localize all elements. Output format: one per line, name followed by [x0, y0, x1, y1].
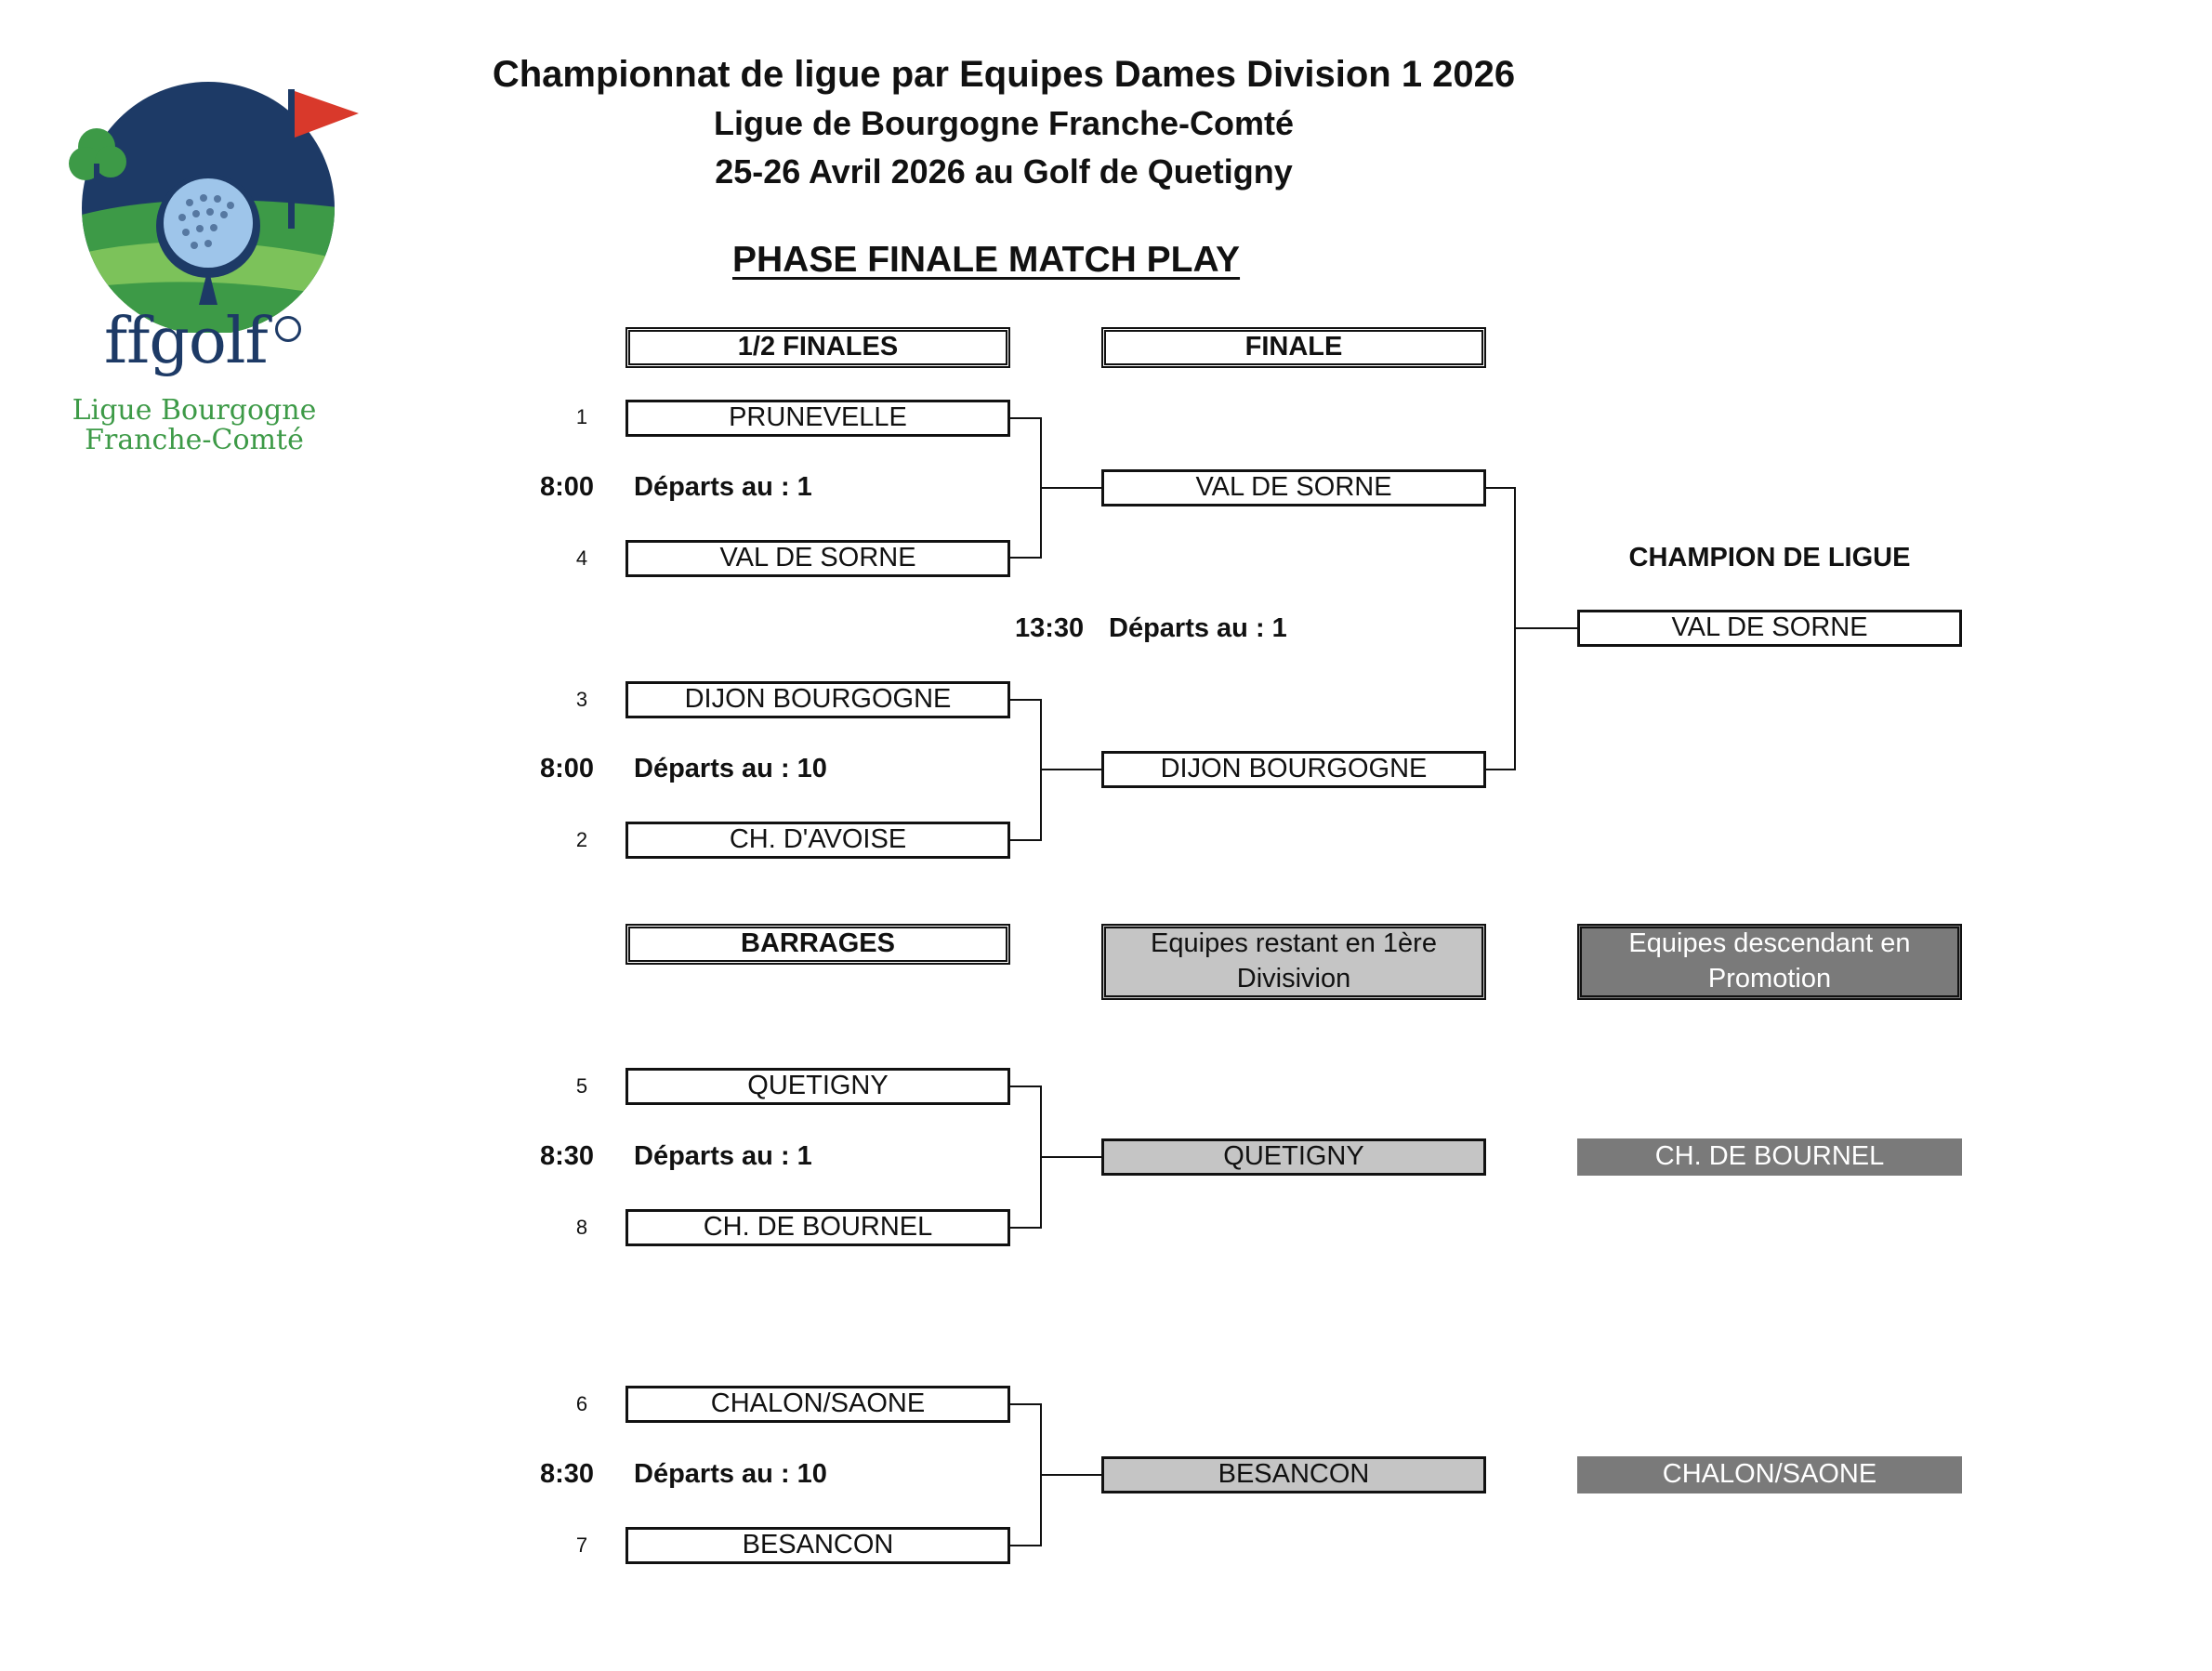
descending-header: Equipes descendant en Promotion — [1577, 924, 1962, 1000]
final-header: FINALE — [1101, 327, 1486, 368]
start-hole: Départs au : 10 — [634, 1459, 827, 1489]
barrages-header: BARRAGES — [625, 924, 1010, 965]
descending-team-box: CHALON/SAONE — [1577, 1456, 1962, 1493]
seed-number: 8 — [575, 1216, 588, 1239]
finalist-box: VAL DE SORNE — [1101, 469, 1486, 507]
champion-box: VAL DE SORNE — [1577, 610, 1962, 647]
seed-number: 4 — [575, 546, 588, 570]
logo-subtitle-2: Franche-Comté — [85, 424, 304, 456]
page-subtitle-league: Ligue de Bourgogne Franche-Comté — [713, 104, 1295, 142]
start-time: 8:00 — [540, 472, 595, 502]
seed-number: 2 — [575, 828, 588, 851]
descending-team-box: CH. DE BOURNEL — [1577, 1138, 1962, 1176]
seed-number: 6 — [575, 1392, 588, 1415]
staying-header: Equipes restant en 1ère Divisivion — [1101, 924, 1486, 1000]
champion-label: CHAMPION DE LIGUE — [1628, 543, 1911, 572]
team-box-barrage: CHALON/SAONE — [625, 1386, 1010, 1423]
final-start-hole: Départs au : 1 — [1109, 613, 1287, 643]
golf-emblem-icon — [69, 82, 359, 333]
start-hole: Départs au : 1 — [634, 472, 812, 502]
team-box-barrage: CH. DE BOURNEL — [625, 1209, 1010, 1246]
registered-mark-icon — [275, 316, 301, 342]
phase-title: PHASE FINALE MATCH PLAY — [732, 240, 1241, 280]
seed-number: 3 — [575, 688, 588, 711]
logo-brand: ffgolf — [104, 305, 269, 378]
start-hole: Départs au : 1 — [634, 1141, 812, 1171]
final-start-time: 13:30 — [1015, 613, 1085, 643]
staying-team-box: QUETIGNY — [1101, 1138, 1486, 1176]
start-time: 8:00 — [540, 754, 595, 783]
team-box-semi: DIJON BOURGOGNE — [625, 681, 1010, 718]
start-time: 8:30 — [540, 1459, 595, 1489]
seed-number: 1 — [575, 405, 588, 428]
page-title: Championnat de ligue par Equipes Dames D… — [492, 54, 1516, 95]
team-box-barrage: QUETIGNY — [625, 1068, 1010, 1105]
page-subtitle-date: 25-26 Avril 2026 au Golf de Quetigny — [715, 152, 1293, 191]
semis-header: 1/2 FINALES — [625, 327, 1010, 368]
staying-team-box: BESANCON — [1101, 1456, 1486, 1493]
logo-subtitle-1: Ligue Bourgogne — [72, 394, 317, 427]
finalist-box: DIJON BOURGOGNE — [1101, 751, 1486, 788]
team-box-semi: CH. D'AVOISE — [625, 822, 1010, 859]
ffgolf-logo: ffgolf Ligue Bourgogne Franche-Comté — [59, 82, 375, 472]
team-box-semi: PRUNEVELLE — [625, 400, 1010, 437]
seed-number: 5 — [575, 1074, 588, 1098]
team-box-barrage: BESANCON — [625, 1527, 1010, 1564]
team-box-semi: VAL DE SORNE — [625, 540, 1010, 577]
seed-number: 7 — [575, 1533, 588, 1557]
start-hole: Départs au : 10 — [634, 754, 827, 783]
start-time: 8:30 — [540, 1141, 595, 1171]
